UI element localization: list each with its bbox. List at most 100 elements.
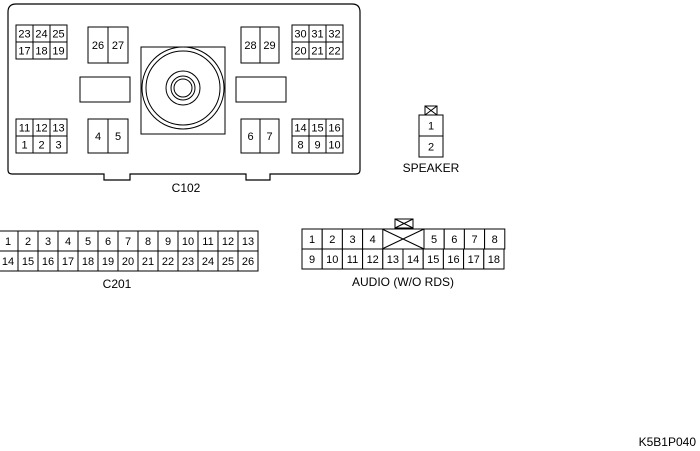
pin-number: 13 (242, 236, 254, 248)
pin-number: 15 (427, 254, 439, 266)
pin-number: 14 (294, 123, 306, 135)
pin-number: 8 (492, 234, 498, 246)
pin-number: 17 (62, 256, 74, 268)
pin-number: 12 (367, 254, 379, 266)
c102-center-socket (140, 46, 226, 135)
pin-number: 19 (102, 256, 114, 268)
pin-number: 8 (297, 140, 303, 152)
pin-number: 2 (329, 234, 335, 246)
pin-number: 16 (328, 123, 340, 135)
pin-number: 4 (65, 236, 71, 248)
pin-number: 5 (85, 236, 91, 248)
pin-number: 18 (35, 46, 47, 58)
pin-number: 6 (105, 236, 111, 248)
pin-number: 26 (242, 256, 254, 268)
audio-key-area (381, 228, 425, 250)
pin-number: 10 (182, 236, 194, 248)
c102-right-slot (235, 76, 287, 103)
pin-number: 1 (428, 121, 434, 133)
pin-number: 10 (328, 140, 340, 152)
pin-number: 9 (309, 254, 315, 266)
figure-code: K5B1P040 (639, 435, 697, 449)
speaker-pin-block: 12 (418, 114, 444, 158)
pin-number: 21 (311, 46, 323, 58)
pin-number: 14 (2, 256, 14, 268)
pin-number: 10 (326, 254, 338, 266)
audio-label: AUDIO (W/O RDS) (352, 275, 454, 289)
c102-label: C102 (172, 181, 201, 195)
c102-left-slot (79, 76, 131, 103)
pin-number: 17 (468, 254, 480, 266)
pin-number: 18 (488, 254, 500, 266)
pin-number: 19 (52, 46, 64, 58)
pin-cell (418, 135, 444, 158)
pin-number: 4 (95, 131, 101, 143)
pin-cell (325, 135, 344, 154)
pin-number: 3 (45, 236, 51, 248)
pin-number: 29 (263, 40, 275, 52)
pin-number: 1 (5, 236, 11, 248)
pin-number: 2 (25, 236, 31, 248)
pin-number: 22 (328, 46, 340, 58)
pin-number: 2 (428, 142, 434, 154)
speaker-label: SPEAKER (403, 161, 460, 175)
pin-number: 8 (145, 236, 151, 248)
pin-number: 18 (82, 256, 94, 268)
pin-number: 24 (202, 256, 214, 268)
pin-number: 21 (142, 256, 154, 268)
audio-lock-tab (394, 218, 414, 229)
pin-cell (325, 41, 344, 60)
pin-number: 28 (244, 40, 256, 52)
pin-cell (259, 26, 280, 64)
pin-cell (107, 26, 129, 64)
pin-number: 26 (92, 40, 104, 52)
c102-pin-block-top-mid-left: 26 27 (87, 26, 129, 64)
pin-number: 6 (451, 234, 457, 246)
pin-number: 15 (22, 256, 34, 268)
pin-number: 23 (18, 29, 30, 41)
pin-number: 9 (314, 140, 320, 152)
pin-number: 5 (431, 234, 437, 246)
speaker-connector: 12 SPEAKER (403, 105, 460, 175)
c102-housing (7, 3, 361, 181)
pin-number: 25 (222, 256, 234, 268)
pin-number: 32 (328, 29, 340, 41)
pin-number: 7 (125, 236, 131, 248)
pin-number: 27 (112, 40, 124, 52)
pin-cell (49, 41, 68, 60)
pin-number: 12 (222, 236, 234, 248)
pin-cell (49, 135, 68, 154)
pin-number: 17 (18, 46, 30, 58)
speaker-lock-tab (424, 105, 438, 116)
pin-number: 2 (38, 140, 44, 152)
pin-number: 4 (370, 234, 376, 246)
pin-number: 15 (311, 123, 323, 135)
pin-number: 23 (182, 256, 194, 268)
pin-number: 7 (266, 131, 272, 143)
c201-label: C201 (103, 277, 132, 291)
pin-number: 6 (247, 131, 253, 143)
pin-number: 11 (19, 123, 30, 135)
pin-number: 1 (309, 234, 315, 246)
pin-number: 5 (115, 131, 121, 143)
pin-number: 31 (311, 29, 323, 41)
pin-number: 24 (35, 29, 47, 41)
pin-number: 1 (21, 140, 27, 152)
pin-number: 13 (52, 123, 64, 135)
pin-cell (259, 118, 280, 154)
pin-cell (237, 250, 259, 272)
pin-number: 12 (35, 123, 47, 135)
pin-number: 11 (347, 254, 358, 266)
